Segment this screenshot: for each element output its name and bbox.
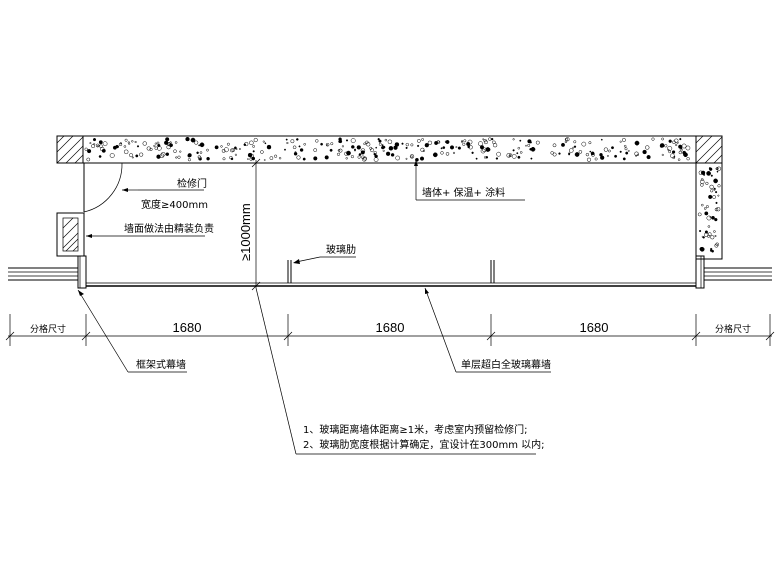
left-column — [56, 212, 85, 257]
top-wall-right-hatch — [695, 135, 723, 164]
frame-curtain-wall-label: 框架式幕墙 — [136, 358, 186, 371]
right-module-dim: 分格尺寸 — [715, 323, 751, 335]
door-width-label: 宽度≥400mm — [141, 198, 208, 211]
annotation-access-door: 检修门 宽度≥400mm — [122, 177, 208, 211]
top-wall — [56, 135, 723, 164]
frame-curtain-wall-left — [8, 255, 87, 289]
span-1-dim: 1680 — [173, 320, 202, 335]
wall-finish-label: 墙面做法由精装负责 — [124, 222, 214, 235]
access-door-swing — [83, 162, 123, 213]
clearance-label: ≥1000mm — [238, 203, 253, 261]
concrete-texture-right — [697, 166, 722, 253]
concrete-texture — [84, 136, 691, 162]
top-wall-left-hatch — [56, 135, 84, 164]
wall-insulation-label: 墙体+ 保温+ 涂料 — [422, 186, 505, 199]
left-module-dim: 分格尺寸 — [30, 323, 66, 335]
clearance-dimension: ≥1000mm — [238, 158, 261, 291]
span-2-dim: 1680 — [376, 320, 405, 335]
glass-curtain-wall — [8, 255, 772, 289]
note-2: 2、玻璃肋宽度根据计算确定，宜设计在300mm 以内; — [303, 438, 544, 451]
glass-fins — [287, 260, 495, 283]
right-wall — [695, 162, 723, 260]
glass-fin-label: 玻璃肋 — [326, 243, 356, 256]
annotation-wall-finish: 墙面做法由精装负责 — [86, 222, 214, 238]
access-door-label: 检修门 — [177, 177, 207, 190]
annotation-wall-insulation: 墙体+ 保温+ 涂料 — [414, 160, 525, 201]
annotation-glass-fin: 玻璃肋 — [293, 243, 356, 264]
horizontal-dimension: 分格尺寸 1680 1680 1680 分格尺寸 — [5, 314, 775, 346]
annotation-frame-curtain-wall: 框架式幕墙 — [77, 289, 187, 373]
notes: 1、玻璃距离墙体距离≥1米，考虑室内预留检修门; 2、玻璃肋宽度根据计算确定，宜… — [255, 287, 544, 455]
span-3-dim: 1680 — [580, 320, 609, 335]
note-1: 1、玻璃距离墙体距离≥1米，考虑室内预留检修门; — [303, 423, 527, 436]
annotation-glass-curtain-wall: 单层超白全玻璃幕墙 — [424, 287, 551, 373]
frame-curtain-wall-right — [695, 255, 772, 289]
glass-curtain-wall-label: 单层超白全玻璃幕墙 — [461, 358, 551, 371]
